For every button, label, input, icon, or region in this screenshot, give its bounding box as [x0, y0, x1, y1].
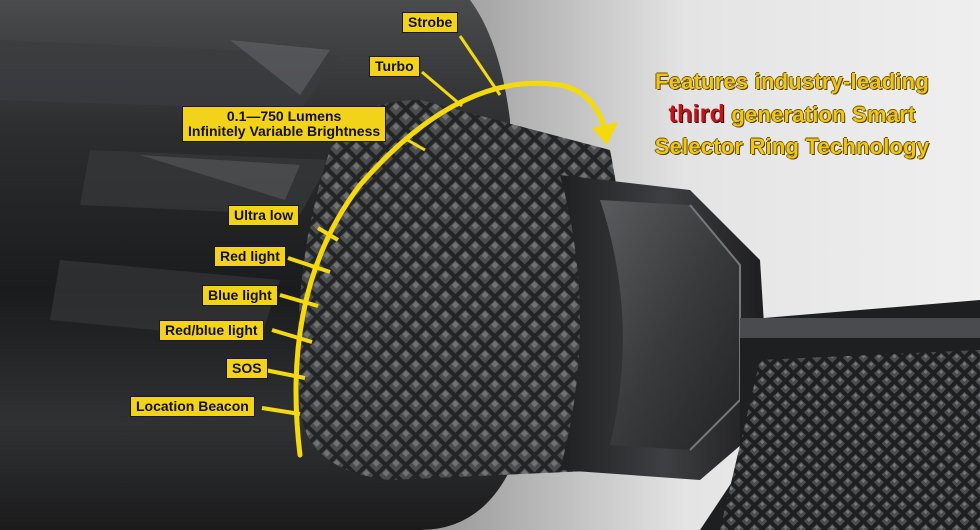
label-sos: SOS: [226, 358, 268, 379]
label-lumens: 0.1—750 Lumens Infinitely Variable Brigh…: [182, 106, 387, 142]
label-strobe: Strobe: [402, 12, 459, 33]
headline-line2: third generation Smart: [612, 98, 972, 131]
label-location-beacon: Location Beacon: [130, 396, 255, 417]
label-red-light: Red light: [214, 246, 286, 267]
headline: Features industry-leading third generati…: [612, 66, 972, 163]
label-red-blue-light: Red/blue light: [159, 320, 264, 341]
label-ultra-low: Ultra low: [228, 205, 300, 226]
headline-line2-rest: generation Smart: [725, 102, 916, 127]
label-turbo: Turbo: [369, 56, 420, 77]
label-lumens-line2: Infinitely Variable Brightness: [188, 123, 381, 139]
label-lumens-line1: 0.1—750 Lumens: [226, 108, 342, 124]
headline-line1: Features industry-leading: [655, 69, 929, 94]
headline-line3: Selector Ring Technology: [654, 134, 930, 159]
label-blue-light: Blue light: [202, 285, 278, 306]
headline-highlight: third: [668, 100, 726, 128]
